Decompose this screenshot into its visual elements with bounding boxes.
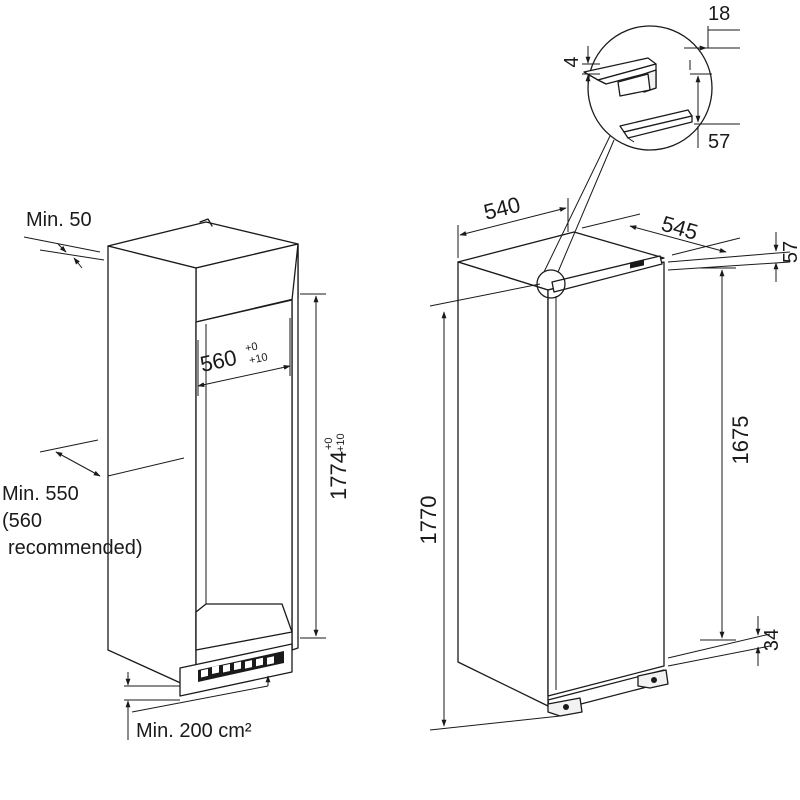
depth-545-label: 545	[659, 211, 701, 245]
height-1770-dimension: 1770	[416, 283, 561, 731]
min-50-dimension: Min. 50	[23, 209, 105, 269]
height-1774-dimension: 1774 +0 +10	[300, 293, 351, 639]
height-1770-label: 1770	[416, 496, 441, 545]
min-200-dimension: Min. 200 cm²	[124, 672, 271, 742]
hinge-detail-callout	[543, 25, 713, 273]
bottom-34-label: 34	[761, 629, 783, 651]
appliance-side-panel	[457, 261, 549, 707]
min-550-label-line3: recommended)	[8, 537, 143, 559]
top-57-label: 57	[780, 241, 800, 263]
detail-4-dimension: 4	[561, 46, 600, 92]
bottom-34-dimension: 34	[667, 616, 783, 667]
height-1774-label: 1774	[326, 451, 351, 500]
top-57-dimension: 57	[667, 232, 800, 282]
min-200-label: Min. 200 cm²	[136, 720, 252, 742]
appliance-drawing	[457, 231, 669, 717]
width-560-tol-bottom: +10	[248, 351, 269, 367]
height-1675-label: 1675	[728, 416, 753, 465]
width-560-tol-top: +0	[244, 341, 259, 355]
detail-18-dimension: 18	[684, 3, 740, 70]
ventilation-grille	[198, 651, 284, 682]
niche-left-wall	[107, 245, 197, 691]
min-50-label: Min. 50	[26, 209, 92, 231]
height-1675-dimension: 1675	[700, 267, 753, 641]
min-550-label-line1: Min. 550	[2, 483, 79, 505]
height-1774-tol-bottom: +10	[335, 433, 347, 452]
appliance-door	[547, 261, 665, 697]
detail-57-dimension: 57	[690, 73, 740, 153]
height-1774-tol-top: +0	[323, 437, 335, 450]
niche-right-frame	[291, 243, 299, 651]
detail-57-label: 57	[708, 131, 730, 153]
min-550-label-line2: (560	[2, 510, 42, 532]
detail-18-label: 18	[708, 3, 730, 25]
hinge-detail-marker	[536, 269, 566, 299]
min-550-dimension: Min. 550 (560 recommended)	[2, 439, 185, 559]
detail-4-label: 4	[561, 56, 583, 67]
width-540-label: 540	[481, 192, 523, 225]
niche-cabinet-drawing	[107, 218, 299, 697]
